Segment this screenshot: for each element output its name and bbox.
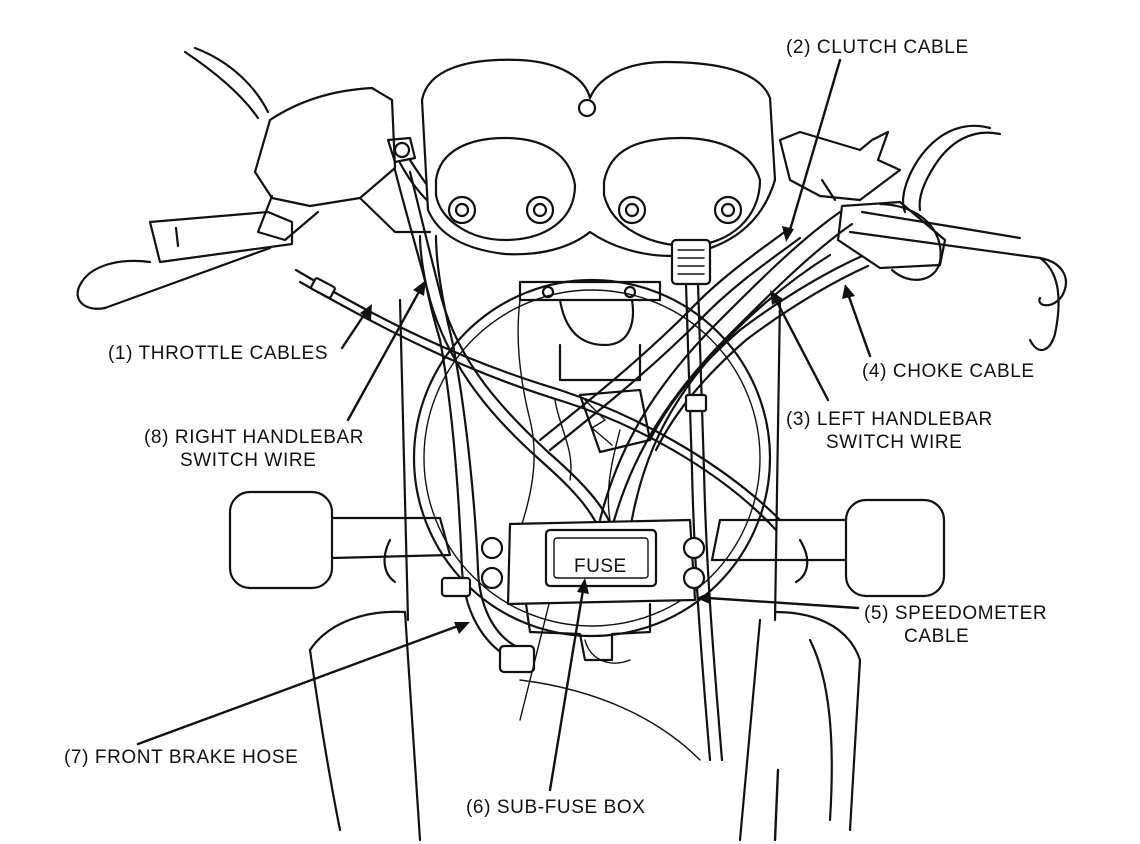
front-brake-hose bbox=[418, 234, 536, 674]
front-fork-and-fender bbox=[308, 610, 862, 842]
left-turn-signal bbox=[710, 498, 946, 598]
callout-speedometer-line-1: (5) SPEEDOMETER bbox=[864, 603, 1048, 624]
instrument-cluster bbox=[420, 58, 777, 258]
callout-choke-cable: (4) CHOKE CABLE bbox=[862, 361, 1035, 382]
callout-speedometer-cable: (5) SPEEDOMETER CABLE bbox=[864, 602, 1047, 648]
right-handlebar bbox=[76, 46, 448, 310]
sub-fuse-box bbox=[480, 518, 706, 662]
right-handlebar-switch-wire bbox=[393, 168, 624, 562]
right-turn-signal bbox=[228, 490, 452, 590]
callout-right-handlebar-switch-wire: (8) RIGHT HANDLEBAR SWITCH WIRE bbox=[144, 426, 364, 472]
callout-left-handlebar-line-2: SWITCH WIRE bbox=[826, 432, 963, 453]
speedometer-cable bbox=[684, 282, 724, 762]
leader-lines bbox=[136, 58, 872, 842]
throttle-cables bbox=[294, 268, 782, 532]
callout-left-handlebar-switch-wire: (3) LEFT HANDLEBAR SWITCH WIRE bbox=[786, 408, 993, 454]
speedometer-drive-nut bbox=[670, 238, 712, 286]
choke-cable bbox=[648, 254, 870, 452]
callout-clutch-cable: (2) CLUTCH CABLE bbox=[786, 37, 969, 58]
callout-left-handlebar-line-1: (3) LEFT HANDLEBAR bbox=[786, 409, 993, 430]
callout-front-brake-hose: (7) FRONT BRAKE HOSE bbox=[64, 747, 299, 768]
left-handlebar bbox=[778, 124, 1067, 351]
callout-speedometer-line-2: CABLE bbox=[904, 626, 970, 647]
callout-right-handlebar-line-2: SWITCH WIRE bbox=[180, 450, 317, 471]
fuse-box-label: FUSE bbox=[574, 556, 627, 577]
clutch-cable bbox=[538, 226, 802, 452]
callout-throttle-cables: (1) THROTTLE CABLES bbox=[108, 343, 329, 364]
callout-right-handlebar-line-1: (8) RIGHT HANDLEBAR bbox=[144, 427, 365, 448]
callout-sub-fuse-box: (6) SUB-FUSE BOX bbox=[466, 797, 646, 818]
